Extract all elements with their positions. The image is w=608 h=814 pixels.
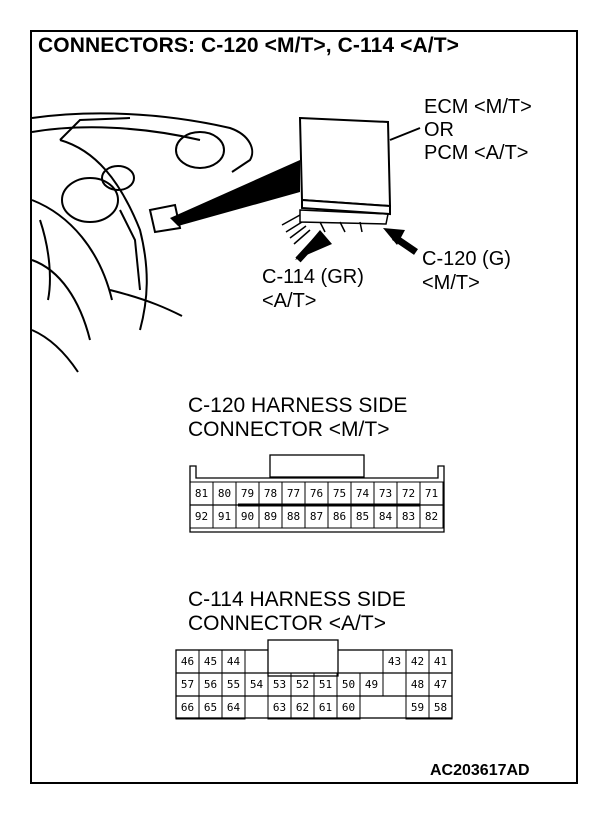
c120-pin-label: 73 (378, 487, 393, 500)
c114-pin-label: 46 (180, 655, 195, 668)
c114-pin-label: 52 (295, 678, 310, 691)
c120-pin-box (419, 504, 444, 529)
c120-pin-label: 79 (240, 487, 255, 500)
c120-heading-line1: C-120 HARNESS SIDE (188, 394, 408, 417)
c114-pin-label (268, 653, 291, 670)
c120-pin-label: 85 (355, 510, 370, 523)
c114-pin-label (383, 699, 406, 716)
c120-pin-label: 81 (194, 487, 209, 500)
c114-pin-label: 59 (410, 701, 425, 714)
c114-pin-label: 56 (203, 678, 218, 691)
c114-pin-label: 63 (272, 701, 287, 714)
c120-pin-label: 89 (263, 510, 278, 523)
figure-title: CONNECTORS: C-120 <M/T>, C-114 <A/T> (38, 34, 459, 57)
c120-pin-label: 75 (332, 487, 347, 500)
figure-code: AC203617AD (430, 762, 530, 779)
c114-pin-label: 65 (203, 701, 218, 714)
c114-pin-label: 47 (433, 678, 448, 691)
c114-pin-box (336, 695, 361, 720)
c114-pin-box (221, 695, 246, 720)
c120-pin-label: 88 (286, 510, 301, 523)
c114-pin-label: 57 (180, 678, 195, 691)
c120-pin-label: 77 (286, 487, 301, 500)
ecm-label-line3: PCM <A/T> (424, 142, 529, 164)
c120-pin-label: 87 (309, 510, 324, 523)
c114-pin-label: 48 (410, 678, 425, 691)
c114-pin-label: 64 (226, 701, 241, 714)
c120-pin-label: 74 (355, 487, 370, 500)
c114-pin-label: 61 (318, 701, 333, 714)
c114-pin-label (383, 676, 406, 693)
ecm-label-line1: ECM <M/T> (424, 96, 532, 118)
c114-callout-line2: <A/T> (262, 290, 317, 312)
figure-frame (30, 30, 578, 784)
c120-callout-line1: C-120 (G) (422, 248, 511, 270)
c114-pin-label: 53 (272, 678, 287, 691)
c114-pin-label: 55 (226, 678, 241, 691)
c120-pin-label: 80 (217, 487, 232, 500)
c114-pin-label: 41 (433, 655, 448, 668)
c114-pin-box (428, 695, 453, 720)
c114-pin-label: 51 (318, 678, 333, 691)
c114-pin-label (337, 653, 360, 670)
c120-pin-label: 71 (424, 487, 439, 500)
c114-pin-label (314, 653, 337, 670)
c114-pin-label: 62 (295, 701, 310, 714)
c114-pin-label: 60 (341, 701, 356, 714)
c120-pin-label: 84 (378, 510, 393, 523)
c120-pin-label: 91 (217, 510, 232, 523)
c114-pin-label (360, 699, 383, 716)
c120-pin-label: 82 (424, 510, 439, 523)
c114-pin-label: 45 (203, 655, 218, 668)
c114-pin-label (360, 653, 383, 670)
c114-pin-label: 42 (410, 655, 425, 668)
c120-callout-line2: <M/T> (422, 272, 480, 294)
c114-pin-label: 44 (226, 655, 241, 668)
c114-heading-line1: C-114 HARNESS SIDE (188, 588, 406, 611)
c114-pin-label: 49 (364, 678, 379, 691)
c114-pin-label: 58 (433, 701, 448, 714)
c120-pin-label: 86 (332, 510, 347, 523)
c114-pin-label: 54 (249, 678, 264, 691)
c120-pin-label: 92 (194, 510, 209, 523)
c120-pin-label: 72 (401, 487, 416, 500)
c120-pin-label: 78 (263, 487, 278, 500)
c120-heading-line2: CONNECTOR <M/T> (188, 418, 390, 441)
c120-pin-label: 76 (309, 487, 324, 500)
c114-pin-box (359, 672, 384, 697)
c114-pin-label: 66 (180, 701, 195, 714)
c114-pin-label: 50 (341, 678, 356, 691)
c114-pin-label (245, 699, 268, 716)
c114-heading-line2: CONNECTOR <A/T> (188, 612, 386, 635)
ecm-label-line2: OR (424, 119, 454, 141)
c120-pin-label: 90 (240, 510, 255, 523)
c120-pin-label: 83 (401, 510, 416, 523)
c114-pin-label: 43 (387, 655, 402, 668)
c114-callout-line1: C-114 (GR) (262, 266, 364, 288)
c114-pin-label (291, 653, 314, 670)
c114-pin-label (245, 653, 268, 670)
